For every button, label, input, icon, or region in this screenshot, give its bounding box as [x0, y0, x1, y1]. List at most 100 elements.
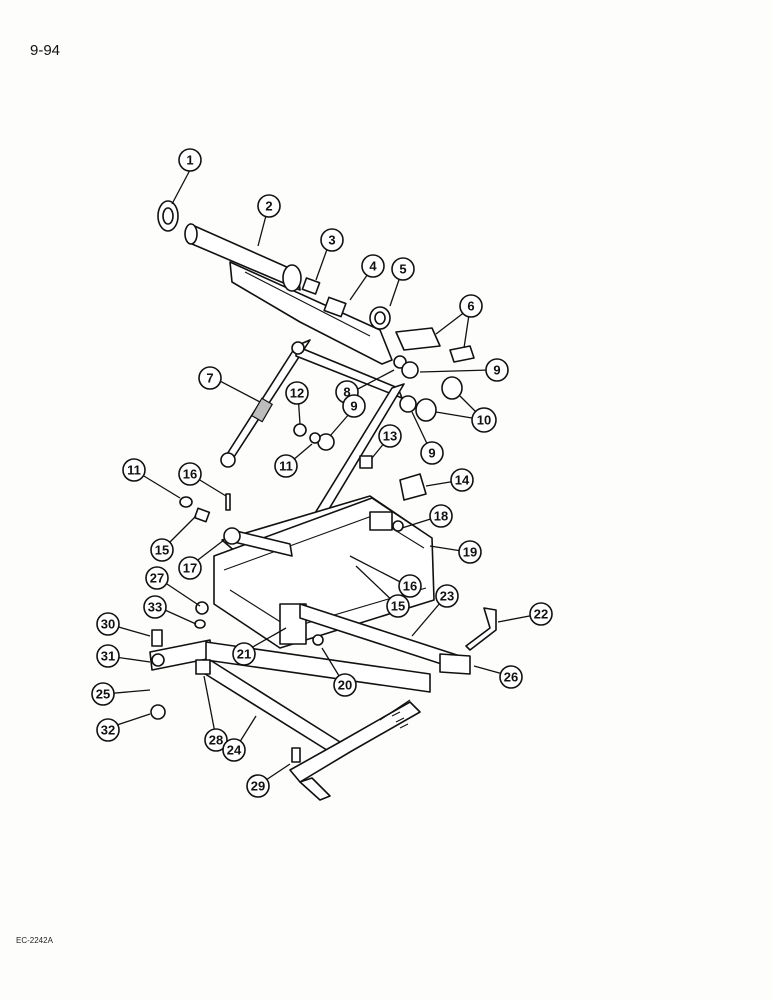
callout-15b: 15: [386, 594, 410, 618]
callout-9c: 9: [420, 441, 444, 465]
svg-text:19: 19: [463, 545, 477, 560]
svg-text:16: 16: [403, 579, 417, 594]
callout-7: 7: [198, 366, 222, 390]
svg-text:11: 11: [279, 459, 293, 474]
svg-text:24: 24: [227, 743, 242, 758]
callout-33: 33: [143, 595, 167, 619]
slide-rail-right: [289, 701, 421, 783]
svg-text:12: 12: [290, 386, 304, 401]
svg-text:10: 10: [477, 413, 491, 428]
svg-text:9: 9: [428, 446, 435, 461]
svg-text:18: 18: [434, 509, 448, 524]
pin-part-13: [359, 455, 373, 469]
callout-9a: 9: [485, 358, 509, 382]
nut-part-12: [293, 423, 307, 437]
bracket-part-18: [369, 511, 393, 531]
callout-11a: 11: [274, 454, 298, 478]
callout-29: 29: [246, 774, 270, 798]
callout-13: 13: [378, 424, 402, 448]
callout-18: 18: [429, 504, 453, 528]
bushing-part-9a: [401, 361, 419, 379]
callout-3: 3: [320, 228, 344, 252]
tilt-arm: [229, 261, 393, 365]
screw-part-29: [291, 747, 301, 763]
svg-text:26: 26: [504, 670, 518, 685]
pin-part-15a: [193, 507, 211, 523]
callout-21: 21: [232, 642, 256, 666]
base-plate-assembly: [213, 495, 435, 649]
callout-14: 14: [450, 468, 474, 492]
callout-26: 26: [499, 665, 523, 689]
svg-text:15: 15: [155, 543, 169, 558]
svg-text:2: 2: [265, 199, 272, 214]
svg-text:21: 21: [237, 647, 251, 662]
svg-text:15: 15: [391, 599, 405, 614]
callout-32: 32: [96, 718, 120, 742]
pin-part-20: [312, 634, 324, 646]
nut-part-31: [151, 653, 165, 667]
bolt-part-30: [151, 629, 163, 647]
base-plate-part-19: [213, 497, 435, 649]
callout-15a: 15: [150, 538, 174, 562]
svg-text:31: 31: [101, 649, 115, 664]
svg-text:30: 30: [101, 617, 115, 632]
callout-20: 20: [333, 673, 357, 697]
callout-19: 19: [458, 540, 482, 564]
svg-text:11: 11: [127, 463, 141, 478]
block-part-28: [195, 659, 211, 675]
svg-text:9: 9: [350, 399, 357, 414]
svg-text:22: 22: [534, 607, 548, 622]
callout-12: 12: [285, 381, 309, 405]
svg-text:5: 5: [399, 262, 406, 277]
callout-24: 24: [222, 738, 246, 762]
svg-text:32: 32: [101, 723, 115, 738]
callout-1: 1: [178, 148, 202, 172]
cap-part-32: [150, 704, 166, 720]
callout-17: 17: [178, 556, 202, 580]
callout-23: 23: [435, 584, 459, 608]
rail-end: [439, 653, 471, 675]
callouts: 1 2 3 4 5 6 7 8 9 9 9 10 12 11 13 14 11 …: [91, 148, 553, 798]
svg-text:27: 27: [150, 571, 164, 586]
svg-text:20: 20: [338, 678, 352, 693]
tube-end: [282, 264, 302, 292]
callout-2: 2: [257, 194, 281, 218]
link-arm-assembly: [220, 339, 405, 519]
callout-4: 4: [361, 254, 385, 278]
callout-5: 5: [391, 257, 415, 281]
callout-22: 22: [529, 602, 553, 626]
washer-part-11b: [179, 496, 193, 508]
bushings: [179, 355, 463, 571]
callout-30: 30: [96, 612, 120, 636]
svg-text:28: 28: [209, 733, 223, 748]
svg-text:7: 7: [206, 371, 213, 386]
figure-code: EC-2242A: [16, 936, 53, 945]
svg-text:14: 14: [455, 473, 470, 488]
front-bar-part-26: [205, 641, 431, 693]
callout-27: 27: [145, 566, 169, 590]
slide-frame-assembly: [149, 601, 497, 801]
svg-text:33: 33: [148, 600, 162, 615]
svg-text:6: 6: [467, 299, 474, 314]
callout-31: 31: [96, 644, 120, 668]
callout-11b: 11: [122, 458, 146, 482]
svg-text:3: 3: [328, 233, 335, 248]
svg-text:8: 8: [343, 385, 350, 400]
callout-16b: 16: [398, 574, 422, 598]
washer-part-11a: [309, 432, 321, 444]
callout-9b: 9: [342, 394, 366, 418]
clamp-part-4: [323, 296, 347, 318]
svg-text:23: 23: [440, 589, 454, 604]
handle-part-22: [465, 607, 497, 651]
bushing-part-10a: [441, 376, 463, 400]
bracket-part-3: [301, 277, 321, 295]
pad-part-6a: [395, 327, 441, 351]
pin-part-16a: [225, 493, 231, 511]
bushing-part-10b: [415, 398, 437, 422]
svg-text:1: 1: [186, 153, 193, 168]
end-cap-bore: [162, 207, 174, 225]
svg-text:25: 25: [96, 687, 110, 702]
washer-part-33: [194, 619, 206, 629]
